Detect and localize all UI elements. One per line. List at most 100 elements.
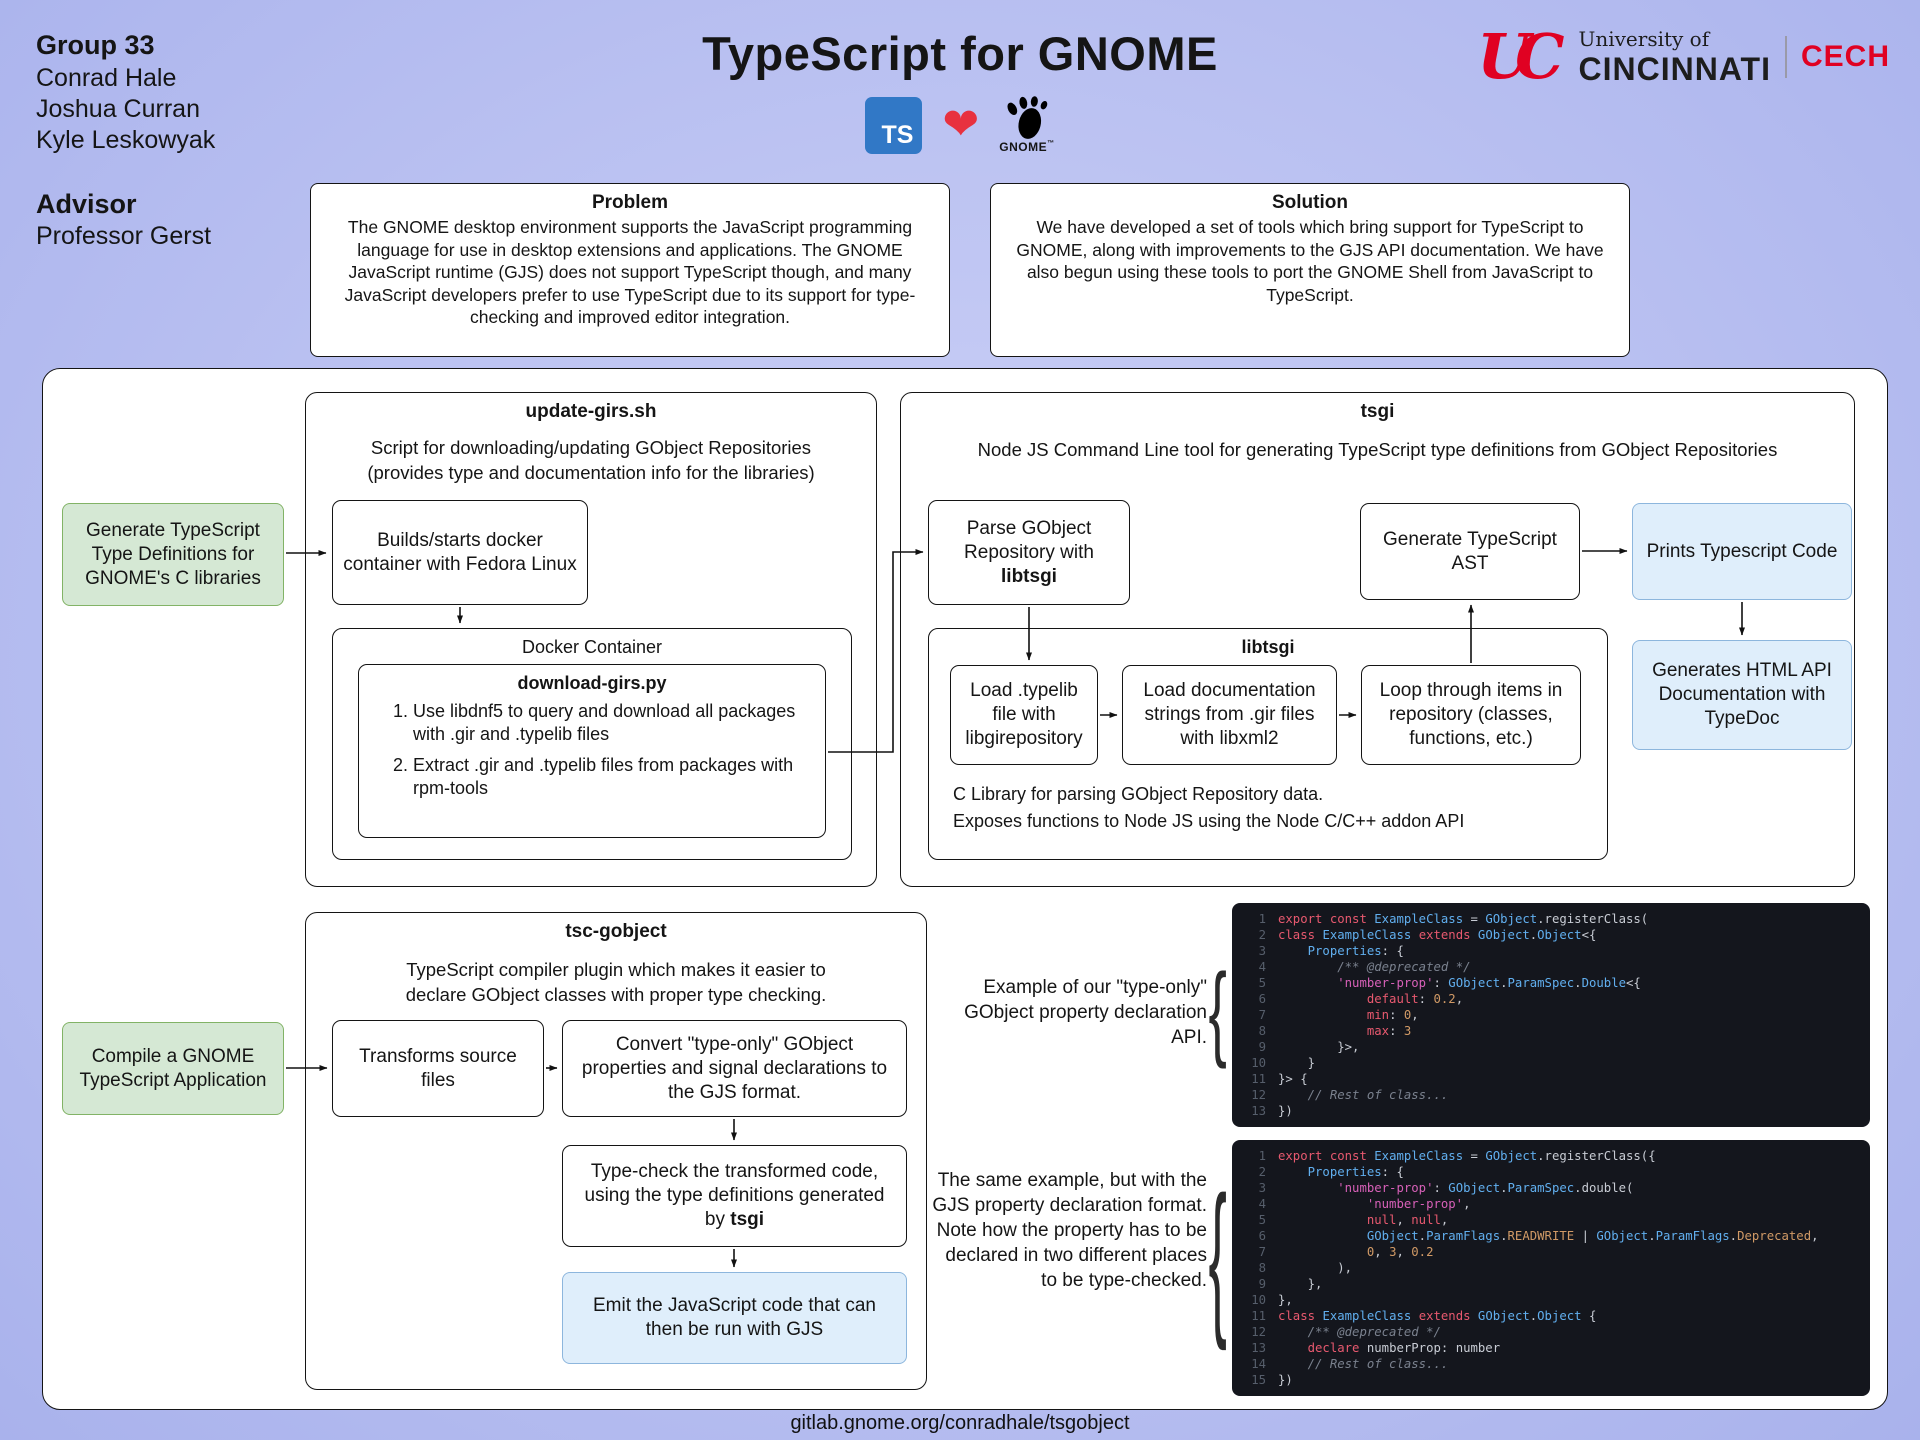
group-info: Group 33 Conrad Hale Joshua Curran Kyle … (36, 30, 215, 156)
update-girs-subtitle: Script for downloading/updating GObject … (367, 437, 815, 483)
loop-items-label: Loop through items in repository (classe… (1379, 680, 1563, 749)
code-line: 10}, (1251, 1293, 1293, 1307)
parse-gobject-label: Parse GObject Repository with libtsgi (964, 517, 1094, 587)
gnome-foot-icon (1007, 96, 1048, 139)
download-girs-title: download-girs.py (517, 673, 667, 693)
college-text: CECH (1800, 40, 1890, 73)
transforms-label: Transforms source files (359, 1045, 517, 1091)
member-name: Joshua Curran (36, 95, 200, 123)
uc-monogram-icon: UC (1477, 20, 1564, 93)
generates-docs-label: Generates HTML API Documentation with Ty… (1652, 660, 1832, 729)
prints-code-label: Prints Typescript Code (1646, 540, 1838, 562)
member-name: Kyle Leskowyak (36, 126, 216, 154)
advisor-name: Professor Gerst (36, 222, 212, 250)
page-title: TypeScript for GNOME (702, 27, 1218, 80)
code-line: 10 } (1251, 1056, 1316, 1070)
code-line: 8 ), (1258, 1261, 1353, 1275)
code-line: 8 max: 3 (1258, 1024, 1412, 1038)
load-docs-label: Load documentation strings from .gir fil… (1143, 680, 1316, 749)
gnome-logo-text: GNOME™ (999, 140, 1055, 154)
problem-title: Problem (591, 192, 669, 213)
compile-app-label: Compile a GNOME TypeScript Application (79, 1045, 267, 1091)
transforms-box: Transforms source files (332, 1020, 544, 1117)
typecheck-box: Type-check the transformed code, using t… (562, 1145, 907, 1247)
libtsgi-title: libtsgi (1241, 637, 1295, 657)
typescript-logo-icon: TS (865, 96, 923, 154)
university-of-text: University of (1578, 26, 1710, 51)
problem-box: Problem The GNOME desktop environment su… (310, 183, 950, 357)
group-label: Group 33 (36, 30, 155, 60)
code-line: 15}) (1251, 1373, 1293, 1387)
generate-ast-box: Generate TypeScript AST (1360, 503, 1580, 600)
code-line: 14 // Rest of class... (1251, 1357, 1449, 1371)
advisor-label: Advisor (36, 189, 137, 219)
university-logo: UC University of CINCINNATI CECH (1477, 22, 1890, 92)
libtsgi-note-2: Exposes functions to Node JS using the N… (953, 811, 1465, 831)
emit-label: Emit the JavaScript code that can then b… (592, 1295, 877, 1340)
cincinnati-text: CINCINNATI (1578, 50, 1771, 87)
tsgi-title: tsgi (1360, 401, 1395, 422)
university-name: University of CINCINNATI (1578, 27, 1771, 88)
brace-icon: { (1208, 1161, 1228, 1353)
loop-items-box: Loop through items in repository (classe… (1361, 665, 1581, 765)
code-line: 5 'number-prop': GObject.ParamSpec.Doubl… (1258, 976, 1641, 990)
code-line: 13 declare numberProp: number (1251, 1341, 1501, 1355)
code-label-1: Example of our "type-only" GObject prope… (964, 977, 1207, 1048)
code-label-2: The same example, but with the GJS prope… (932, 1170, 1207, 1291)
tsgi-subtitle: Node JS Command Line tool for generating… (977, 439, 1778, 460)
generates-docs-box: Generates HTML API Documentation with Ty… (1632, 640, 1852, 750)
tsc-gobject-subtitle: TypeScript compiler plugin which makes i… (405, 959, 827, 1005)
code-line: 13}) (1251, 1104, 1293, 1118)
typecheck-label: Type-check the transformed code, using t… (584, 1161, 885, 1230)
parse-gobject-box: Parse GObject Repository with libtsgi (928, 500, 1130, 605)
load-docs-box: Load documentation strings from .gir fil… (1122, 665, 1337, 765)
gnome-logo-icon: GNOME™ (999, 96, 1054, 154)
code-line: 6 GObject.ParamFlags.READWRITE | GObject… (1258, 1229, 1819, 1243)
ts-logo-text: TS (881, 120, 914, 149)
code-line: 4 'number-prop', (1258, 1197, 1471, 1211)
logo-row: TS ❤ GNOME™ (0, 96, 1920, 154)
emit-box: Emit the JavaScript code that can then b… (562, 1272, 907, 1364)
code-line: 4 /** @deprecated */ (1258, 960, 1471, 974)
code-line: 9 }>, (1258, 1040, 1360, 1054)
code-line: 2 Properties: { (1258, 1165, 1404, 1179)
libtsgi-note-1: C Library for parsing GObject Repository… (953, 784, 1324, 804)
download-girs-box: download-girs.py Use libdnf5 to query an… (358, 664, 826, 838)
load-typelib-label: Load .typelib file with libgirepository (965, 680, 1083, 749)
solution-box: Solution We have developed a set of tool… (990, 183, 1630, 357)
solution-title: Solution (1272, 192, 1348, 213)
generate-ast-label: Generate TypeScript AST (1383, 528, 1557, 574)
problem-body: The GNOME desktop environment supports t… (344, 217, 916, 327)
builds-docker-box: Builds/starts docker container with Fedo… (332, 500, 588, 605)
code-line: 7 min: 0, (1258, 1008, 1419, 1022)
logo-divider (1784, 36, 1787, 78)
compile-app-box: Compile a GNOME TypeScript Application (62, 1022, 284, 1115)
advisor-info: Advisor Professor Gerst (36, 188, 211, 252)
generate-defs-box: Generate TypeScript Type Definitions for… (62, 503, 284, 606)
libtsgi-notes: C Library for parsing GObject Repository… (953, 781, 1583, 835)
builds-docker-label: Builds/starts docker container with Fedo… (343, 529, 577, 575)
docker-container-label: Docker Container (521, 637, 663, 657)
prints-code-box: Prints Typescript Code (1632, 503, 1852, 600)
code-line: 6 default: 0.2, (1258, 992, 1464, 1006)
download-girs-steps: Use libdnf5 to query and download all pa… (373, 700, 811, 800)
step-item: Extract .gir and .typelib files from pac… (413, 754, 811, 800)
convert-label: Convert "type-only" GObject properties a… (581, 1033, 888, 1103)
update-girs-title: update-girs.sh (525, 401, 657, 422)
member-name: Conrad Hale (36, 64, 177, 92)
code-line: 12 /** @deprecated */ (1251, 1325, 1441, 1339)
code-line: 11}> { (1251, 1072, 1308, 1086)
code-line: 9 }, (1258, 1277, 1323, 1291)
step-item: Use libdnf5 to query and download all pa… (413, 700, 811, 746)
code-line: 3 'number-prop': GObject.ParamSpec.doubl… (1258, 1181, 1634, 1195)
code-line: 12 // Rest of class... (1251, 1088, 1449, 1102)
code-line: 5 null, null, (1258, 1213, 1449, 1227)
heart-icon: ❤ (942, 100, 980, 149)
solution-body: We have developed a set of tools which b… (1016, 217, 1604, 305)
